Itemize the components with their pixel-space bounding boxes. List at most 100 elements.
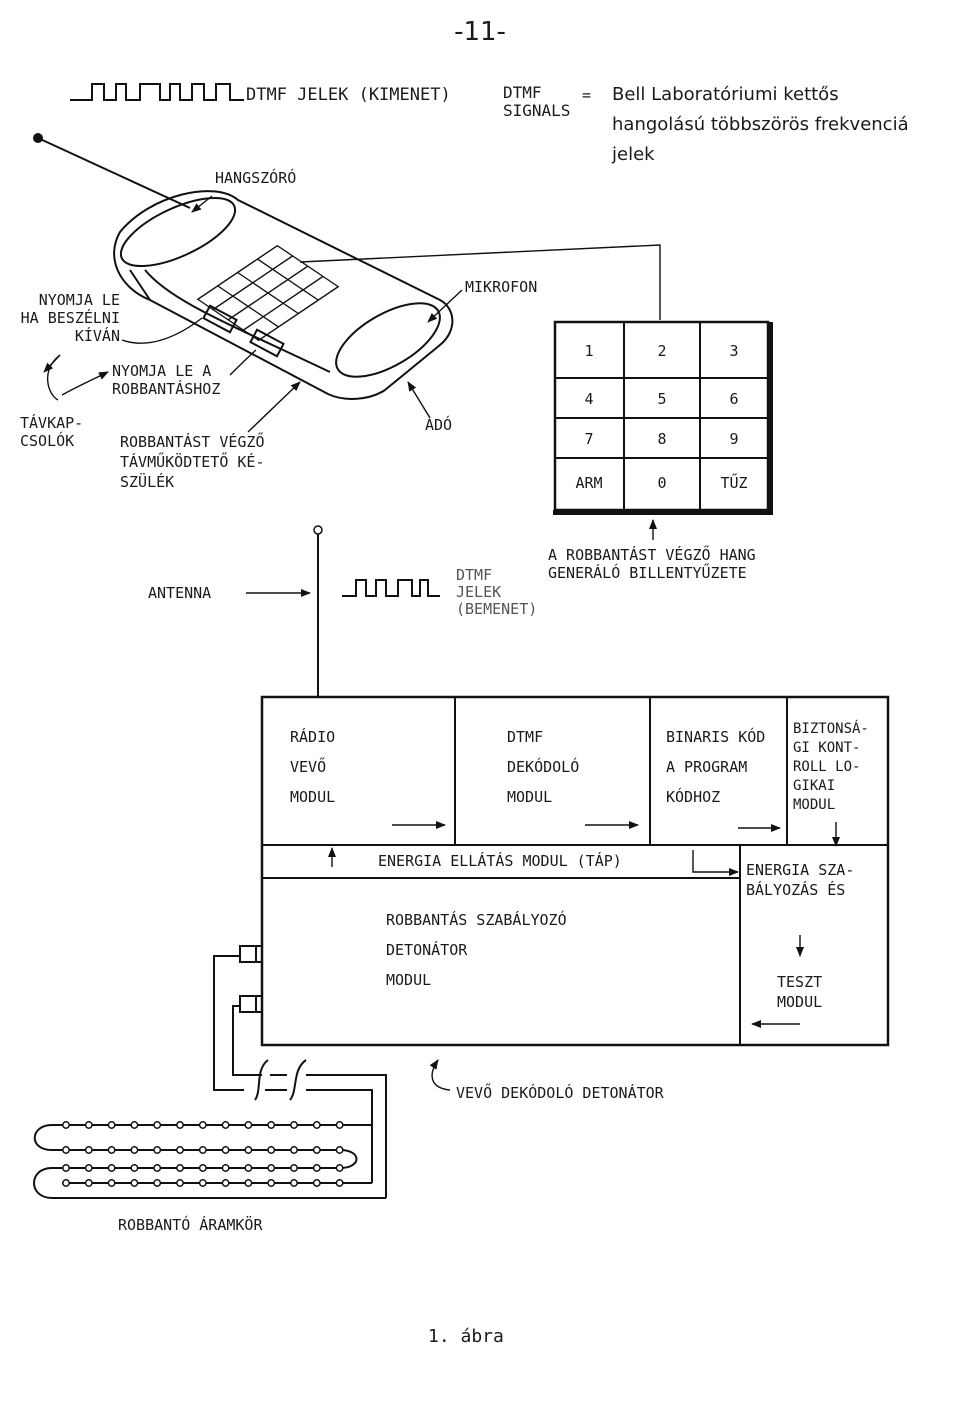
detonator-cap <box>198 1179 207 1187</box>
text-line: VEVŐ DEKÓDOLÓ DETONÁTOR <box>456 1082 665 1102</box>
remote-transmitter-drawing <box>33 133 661 433</box>
figure-caption: 1. ábra <box>428 1326 504 1347</box>
dtmf-input-waveform <box>342 579 440 597</box>
detonator-cap <box>107 1179 116 1187</box>
text-line: ENERGIA ELLÁTÁS MODUL (TÁP) <box>378 851 622 870</box>
text-line: CSOLÓK <box>20 431 74 450</box>
detonator-cap <box>153 1164 162 1172</box>
detonator-cap <box>312 1164 321 1172</box>
text-line: BINARIS KÓD <box>666 727 765 746</box>
keypad-key: 6 <box>729 390 738 408</box>
remote-switches-label: TÁVKAP-CSOLÓK <box>20 413 83 450</box>
keypad-key: 4 <box>584 390 593 408</box>
detonator-cap <box>62 1164 70 1172</box>
text-line: DTMF <box>456 566 492 584</box>
detonator-cap <box>84 1146 93 1154</box>
speaker-label: HANGSZÓRÓ <box>215 168 296 187</box>
detonator-cap <box>198 1164 207 1172</box>
text-line: (BEMENET) <box>456 600 537 618</box>
detonator-cap <box>198 1146 207 1154</box>
detonator-cap <box>107 1164 116 1172</box>
text-line: TESZT <box>777 973 822 991</box>
detonator-cap <box>130 1146 139 1154</box>
antenna-label: ANTENNA <box>148 584 211 602</box>
text-line: DTMF JELEK (KIMENET) <box>246 85 451 105</box>
detonator-cap <box>176 1121 184 1129</box>
detonator-cap <box>244 1121 253 1129</box>
text-line: jelek <box>611 144 655 165</box>
text-line: ENERGIA SZA- <box>746 861 854 879</box>
circuit-label: ROBBANTÓ ÁRAMKÖR <box>118 1215 263 1234</box>
keypad-key: 3 <box>729 342 738 360</box>
text-line: HA BESZÉLNI <box>21 308 120 327</box>
detonator-cap <box>244 1179 253 1187</box>
detonator-cap <box>335 1121 344 1129</box>
text-line: A ROBBANTÁST VÉGZŐ HANG <box>548 544 756 564</box>
detonator-cap <box>153 1121 162 1129</box>
text-line: SZÜLÉK <box>120 472 174 491</box>
detonator-cap <box>290 1179 298 1187</box>
text-line: MODUL <box>290 788 335 806</box>
keypad-key: 0 <box>657 474 666 492</box>
text-line: ROBBANTÁSHOZ <box>112 379 220 398</box>
keypad-key: 8 <box>657 430 666 448</box>
text-line: ADÓ <box>425 415 452 434</box>
text-line: -11- <box>454 17 506 47</box>
keypad-key: TŰZ <box>720 472 747 492</box>
detonator-cap <box>62 1146 70 1154</box>
detonator-cap <box>221 1146 230 1154</box>
detonator-cap <box>153 1146 162 1154</box>
detonator-cap <box>176 1179 184 1187</box>
text-line: GI KONT- <box>793 740 860 756</box>
text-line: BÁLYOZÁS ÉS <box>746 880 845 899</box>
detonator-cap <box>335 1146 344 1154</box>
microphone-label: MIKROFON <box>465 278 537 296</box>
detonator-cap <box>244 1164 253 1172</box>
detonator-cap <box>290 1121 298 1129</box>
detonator-cap <box>267 1146 276 1154</box>
text-line: = <box>582 86 591 104</box>
text-line: ROBBANTÁS SZABÁLYOZÓ <box>386 910 567 929</box>
keypad <box>553 320 773 515</box>
text-line: GENERÁLÓ BILLENTYŰZETE <box>548 562 747 582</box>
text-line: MODUL <box>793 797 835 813</box>
transmitter-label: ADÓ <box>425 415 452 434</box>
text-line: TÁVKAP- <box>20 413 83 432</box>
detonator-cap <box>335 1179 344 1187</box>
power-regulation-module: ENERGIA SZA-BÁLYOZÁS ÉS <box>746 861 854 899</box>
text-line: TÁVMŰKÖDTETŐ KÉ- <box>120 451 265 471</box>
detonator-cap <box>267 1164 276 1172</box>
text-line: JELEK <box>456 583 501 601</box>
detonator-cap <box>153 1179 162 1187</box>
detonator-cap <box>84 1164 93 1172</box>
detonator-cap <box>267 1179 276 1187</box>
keypad-key: 2 <box>657 342 666 360</box>
detonator-cap <box>335 1164 344 1172</box>
detonator-cap <box>221 1179 230 1187</box>
keypad-key: ARM <box>575 474 602 492</box>
text-line: ROBBANTÁST VÉGZŐ <box>120 431 265 451</box>
text-line: DTMF <box>507 728 543 746</box>
detonator-cap <box>84 1121 93 1129</box>
text-line: DEKÓDOLÓ <box>507 757 579 776</box>
dtmf-output-label: DTMF JELEK (KIMENET) <box>246 85 451 105</box>
detonator-cap <box>312 1146 321 1154</box>
text-line: DTMF <box>503 83 542 102</box>
text-line: Bell Laboratóriumi kettős <box>612 84 839 105</box>
text-line: NYOMJA LE <box>39 291 120 309</box>
keypad-key: 5 <box>657 390 666 408</box>
text-line: DETONÁTOR <box>386 940 468 959</box>
detonator-cap <box>221 1121 230 1129</box>
text-line: GIKAI <box>793 778 835 794</box>
receiver-label: VEVŐ DEKÓDOLÓ DETONÁTOR <box>456 1082 665 1102</box>
detonator-cap <box>312 1121 321 1129</box>
keypad-key: 9 <box>729 430 738 448</box>
equals-sign: = <box>582 86 591 104</box>
